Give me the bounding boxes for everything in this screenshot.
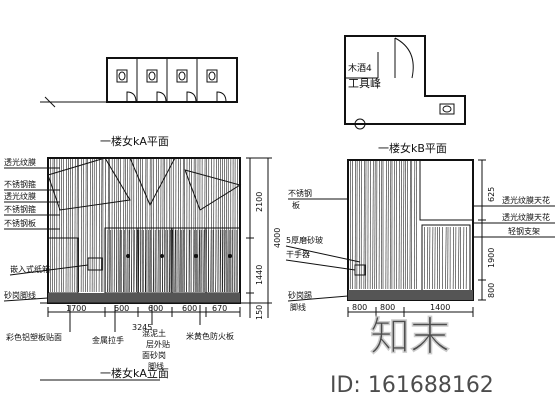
- elevation-a-horizontal-dims: 1700 600 600 600 670 3245: [47, 304, 241, 332]
- dimension-label: 670: [212, 304, 227, 313]
- elevation-a-title: 一楼女kA立面: [100, 366, 169, 380]
- callout-label: 嵌入式纸箱: [10, 264, 50, 274]
- callout-label: 层外贴: [146, 339, 170, 349]
- wood-grain-hatch-b: [349, 160, 418, 290]
- elevation-a-vertical-dims: 2100 4000 1440 150: [246, 157, 282, 320]
- wood-grain-hatch-b2: [423, 226, 467, 290]
- callout-label: 不锈钢箍: [4, 204, 36, 214]
- callout-label: 透光纹膜: [4, 157, 36, 167]
- elevation-a-bottom-labels: 彩色铝塑板贴面 金属拉手 混泥土 层外贴 面砂岗 脚线 米黄色防火板: [6, 305, 234, 371]
- callout-label: 不锈钢箍: [4, 179, 36, 189]
- dimension-label: 600: [182, 304, 197, 313]
- dimension-label: 4000: [273, 228, 282, 248]
- callout-label: 面砂岗: [142, 350, 166, 360]
- plan-b-room-label: 工具峰: [348, 77, 381, 90]
- elevation-b-horizontal-dims: 800 800 1400: [347, 303, 474, 317]
- callout-label: 轻钢支架: [508, 226, 540, 236]
- elevation-b-left-labels: 不锈钢 板 5厚磨砂玻 干手器 砂岗踢 脚线: [285, 188, 361, 312]
- callout-label: 金属拉手: [92, 335, 124, 345]
- callout-label: 板: [292, 200, 300, 210]
- dimension-label: 800: [487, 283, 496, 298]
- elevation-a: 透光纹膜 不锈钢箍 透光纹膜 不锈钢箍 不锈钢板 嵌入式纸箱 砂岗脚线 2100…: [3, 157, 282, 381]
- door-hatch: [107, 229, 238, 293]
- callout-label: 不锈钢: [288, 188, 312, 198]
- callout-label: 5厚磨砂玻: [286, 235, 323, 245]
- callout-label: 透光纹膜天花: [502, 195, 550, 205]
- callout-label: 透光纹膜天花: [502, 212, 550, 222]
- elevation-b-vertical-dims: 625 1900 800: [478, 159, 496, 301]
- dimension-label: 1400: [430, 303, 450, 312]
- callout-label: 干手器: [286, 249, 310, 259]
- dimension-label: 1440: [255, 265, 264, 285]
- plan-b: 木酒4 工具峰 一楼女kB平面: [344, 35, 466, 155]
- plan-a-title: 一楼女kA平面: [100, 134, 169, 148]
- dimension-label: 2100: [255, 192, 264, 212]
- callout-label: 透光纹膜: [4, 191, 36, 201]
- dimension-label: 625: [487, 187, 496, 202]
- callout-label: 不锈钢板: [4, 218, 36, 228]
- elevation-a-left-labels: 透光纹膜 不锈钢箍 透光纹膜 不锈钢箍 不锈钢板 嵌入式纸箱 砂岗脚线: [3, 157, 89, 302]
- wood-grain-hatch: [50, 158, 238, 293]
- dimension-label: 3245: [132, 323, 152, 332]
- skirting-b: [348, 290, 473, 300]
- dimension-label: 600: [114, 304, 129, 313]
- callout-label: 砂岗踢: [288, 290, 312, 300]
- dimension-label: 600: [148, 304, 163, 313]
- dimension-label: 1700: [66, 304, 86, 313]
- callout-label: 砂岗脚线: [4, 290, 36, 300]
- watermark: 知末 ID: 161688162: [330, 313, 494, 398]
- plan-a: 一楼女kA平面: [40, 57, 238, 148]
- dimension-label: 1900: [487, 248, 496, 268]
- callout-label: 彩色铝塑板贴面: [6, 332, 62, 342]
- callout-label: 米黄色防火板: [186, 331, 234, 341]
- elevation-b: 不锈钢 板 5厚磨砂玻 干手器 砂岗踢 脚线 625 1900 800 透光纹膜…: [285, 159, 555, 317]
- dimension-label: 150: [255, 305, 264, 320]
- skirting: [48, 293, 240, 303]
- elevation-b-right-labels: 透光纹膜天花 透光纹膜天花 轻钢支架: [473, 195, 555, 238]
- watermark-id: ID: 161688162: [330, 373, 494, 398]
- dimension-label: 800: [380, 303, 395, 312]
- plan-b-outline: [344, 35, 466, 125]
- callout-label: 混泥土: [142, 328, 166, 338]
- toilet-stall: [116, 58, 227, 103]
- callout-label: 脚线: [290, 302, 306, 312]
- plan-b-room-label: 木酒4: [348, 62, 372, 74]
- plan-b-title: 一楼女kB平面: [378, 141, 447, 155]
- dimension-label: 800: [352, 303, 367, 312]
- watermark-logo: 知末: [370, 314, 450, 360]
- plan-a-outline: [106, 57, 238, 103]
- callout-label: 脚线: [148, 361, 164, 371]
